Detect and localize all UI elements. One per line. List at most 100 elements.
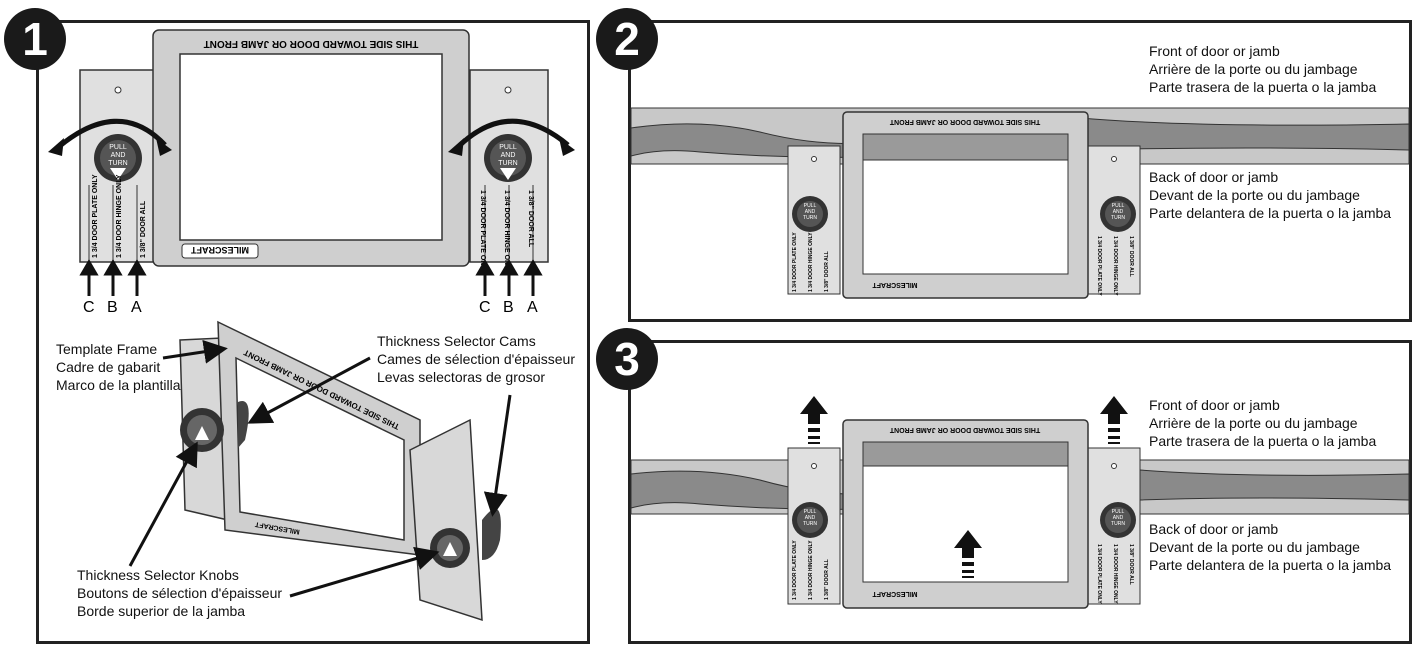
frame-leader (162, 339, 228, 364)
step2-front-label-en: Front of door or jamb (1149, 43, 1280, 59)
step3-back-label-fr: Devant de la porte ou du jambage (1149, 539, 1360, 555)
step3-center-up-arrow (954, 530, 982, 578)
step3-front-label: Front of door or jamb Arrière de la port… (1149, 396, 1376, 450)
right-knob-text-1: PULL (499, 144, 517, 151)
step-2-illustration: THIS SIDE TOWARD DOOR OR JAMB FRONT MILE… (630, 107, 1410, 299)
svg-text:PULL: PULL (804, 203, 817, 209)
knobs-label-en: Thickness Selector Knobs (77, 567, 239, 583)
step2-back-label-fr: Devant de la porte ou du jambage (1149, 187, 1360, 203)
left-letter-c: C (83, 299, 95, 316)
cams-label: Thickness Selector Cams Cames de sélecti… (377, 332, 575, 386)
cam-leader-2 (483, 394, 512, 517)
frame-front-text: THIS SIDE TOWARD DOOR OR JAMB FRONT (204, 38, 419, 49)
left-option-hinge: 1 3/4 DOOR HINGE ONLY (116, 174, 123, 258)
step3-left-option-3: 1 3/8" DOOR ALL (824, 559, 830, 600)
left-up-arrows (79, 259, 147, 296)
right-knob-text-3: TURN (498, 160, 517, 167)
brand-text: MILESCRAFT (191, 245, 249, 255)
step3-left-option-2: 1 3/4 DOOR HINGE ONLY (808, 540, 814, 600)
svg-text:TURN: TURN (803, 215, 817, 221)
right-option-hinge: 1 3/4 DOOR HINGE ONLY (503, 190, 510, 274)
step3-front-text: THIS SIDE TOWARD DOOR OR JAMB FRONT (889, 426, 1040, 433)
step3-front-label-fr: Arrière de la porte ou du jambage (1149, 415, 1358, 431)
step2-brand: MILESCRAFT (872, 281, 918, 288)
step2-right-knob: PULL AND TURN (1100, 196, 1136, 232)
svg-text:AND: AND (805, 515, 816, 521)
knobs-label-fr: Boutons de sélection d'épaisseur (77, 585, 283, 601)
step3-brand: MILESCRAFT (872, 590, 918, 597)
step2-back-label-es: Parte delantera de la puerta o la jamba (1149, 205, 1392, 221)
step3-right-knob: PULL AND TURN (1100, 502, 1136, 538)
step3-left-knob: PULL AND TURN (792, 502, 828, 538)
left-knob-text-2: AND (111, 152, 126, 159)
step-1-illustration: THIS SIDE TOWARD DOOR OR JAMB FRONT MILE… (48, 29, 575, 622)
step3-right-option-2: 1 3/4 DOOR HINGE ONLY (1112, 544, 1118, 604)
step2-right-option-3: 1 3/8" DOOR ALL (1128, 236, 1134, 277)
right-letter-c: C (479, 299, 491, 316)
knob-leader-2 (289, 546, 440, 598)
step2-right-option-2: 1 3/4 DOOR HINGE ONLY (1112, 236, 1118, 296)
template-frame-label-fr: Cadre de gabarit (56, 359, 161, 375)
right-option-plate: 1 3/4 DOOR PLATE ONLY (479, 190, 486, 274)
left-plate-hole (114, 86, 122, 94)
step2-front-label-fr: Arrière de la porte ou du jambage (1149, 61, 1358, 77)
template-frame-label: Template Frame Cadre de gabarit Marco de… (56, 340, 181, 394)
left-rotate-arrow (53, 118, 167, 152)
left-letter-b: B (107, 299, 118, 316)
step2-left-option-1: 1 3/4 DOOR PLATE ONLY (792, 232, 798, 292)
left-knob: PULL AND TURN (94, 134, 142, 182)
perspective-right-knob (430, 528, 470, 568)
svg-text:TURN: TURN (1111, 215, 1125, 221)
svg-text:PULL: PULL (1112, 509, 1125, 515)
step3-right-up-arrow (1100, 396, 1128, 444)
step-1-badge: 1 (4, 8, 66, 70)
perspective-left-knob (180, 408, 224, 452)
step3-right-option-3: 1 3/8" DOOR ALL (1128, 544, 1134, 585)
svg-text:PULL: PULL (804, 509, 817, 515)
step2-back-label-en: Back of door or jamb (1149, 169, 1279, 185)
step3-back-label: Back of door or jamb Devant de la porte … (1149, 520, 1391, 574)
step3-front-label-es: Parte trasera de la puerta o la jamba (1149, 433, 1377, 449)
left-option-plate: 1 3/4 DOOR PLATE ONLY (92, 174, 99, 258)
step3-back-label-en: Back of door or jamb (1149, 521, 1279, 537)
cams-label-es: Levas selectoras de grosor (377, 369, 546, 385)
svg-text:TURN: TURN (1111, 521, 1125, 527)
svg-text:PULL: PULL (1112, 203, 1125, 209)
right-letter-b: B (503, 299, 514, 316)
step2-back-label: Back of door or jamb Devant de la porte … (1149, 168, 1391, 222)
step2-left-option-2: 1 3/4 DOOR HINGE ONLY (808, 232, 814, 292)
left-knob-text-3: TURN (108, 160, 127, 167)
left-option-all: 1 3/8" DOOR ALL (140, 200, 147, 258)
knobs-label: Thickness Selector Knobs Boutons de séle… (77, 566, 282, 620)
cams-label-en: Thickness Selector Cams (377, 333, 536, 349)
template-frame-label-en: Template Frame (56, 341, 158, 357)
left-knob-text-1: PULL (109, 144, 127, 151)
step2-right-option-1: 1 3/4 DOOR PLATE ONLY (1096, 236, 1102, 296)
step3-right-option-1: 1 3/4 DOOR PLATE ONLY (1096, 544, 1102, 604)
right-plate-hole (504, 86, 512, 94)
template-frame-label-es: Marco de la plantilla (56, 377, 181, 393)
step3-left-option-1: 1 3/4 DOOR PLATE ONLY (792, 540, 798, 600)
cams-label-fr: Cames de sélection d'épaisseur (377, 351, 576, 367)
left-letter-a: A (131, 299, 142, 316)
step2-front-label: Front of door or jamb Arrière de la port… (1149, 42, 1376, 96)
step2-front-text: THIS SIDE TOWARD DOOR OR JAMB FRONT (889, 118, 1040, 125)
svg-text:TURN: TURN (803, 521, 817, 527)
step2-front-label-es: Parte trasera de la puerta o la jamba (1149, 79, 1377, 95)
right-knob-text-2: AND (501, 152, 516, 159)
right-rotate-arrow (453, 118, 570, 152)
right-up-arrows (475, 259, 543, 296)
step3-back-label-es: Parte delantera de la puerta o la jamba (1149, 557, 1392, 573)
step-3-badge: 3 (596, 328, 658, 390)
step2-left-option-3: 1 3/8" DOOR ALL (824, 251, 830, 292)
right-option-all: 1 3/8" DOOR ALL (527, 190, 534, 248)
knobs-label-es: Borde superior de la jamba (77, 603, 246, 619)
svg-text:AND: AND (1113, 209, 1124, 215)
template-window (179, 53, 443, 241)
knob-leader-1 (128, 441, 198, 567)
right-knob: PULL AND TURN (484, 134, 532, 182)
svg-text:AND: AND (805, 209, 816, 215)
step3-front-label-en: Front of door or jamb (1149, 397, 1280, 413)
cam-leader-1 (247, 356, 371, 424)
